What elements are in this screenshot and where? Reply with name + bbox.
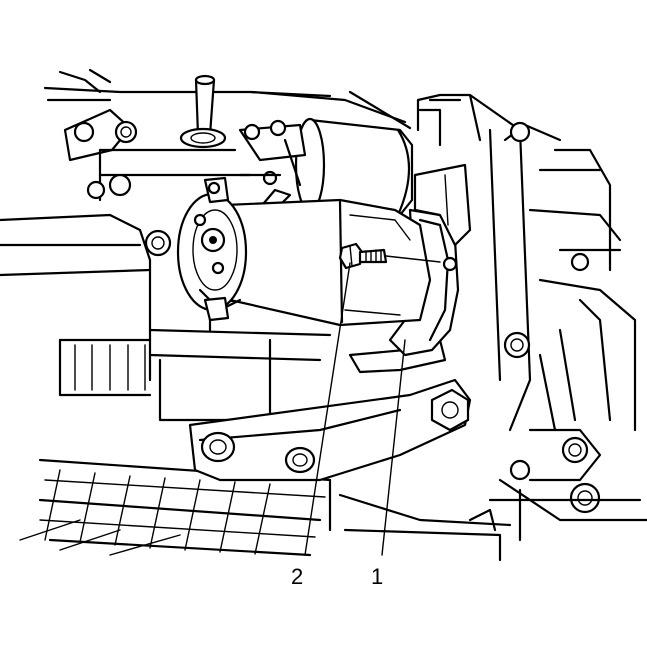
starter-upper-unit — [238, 117, 414, 217]
starter-bolt — [338, 242, 458, 272]
mounting-bracket — [188, 338, 472, 482]
callout-label-bolt: 2 — [291, 564, 303, 589]
lower-tray — [19, 458, 512, 562]
leader-line-bolt — [304, 262, 351, 556]
callout-label-starter: 1 — [371, 564, 383, 589]
leader-line-starter — [381, 339, 406, 556]
engine-frame — [0, 68, 647, 542]
starter-motor — [176, 163, 472, 357]
callout-leaders — [304, 262, 406, 556]
